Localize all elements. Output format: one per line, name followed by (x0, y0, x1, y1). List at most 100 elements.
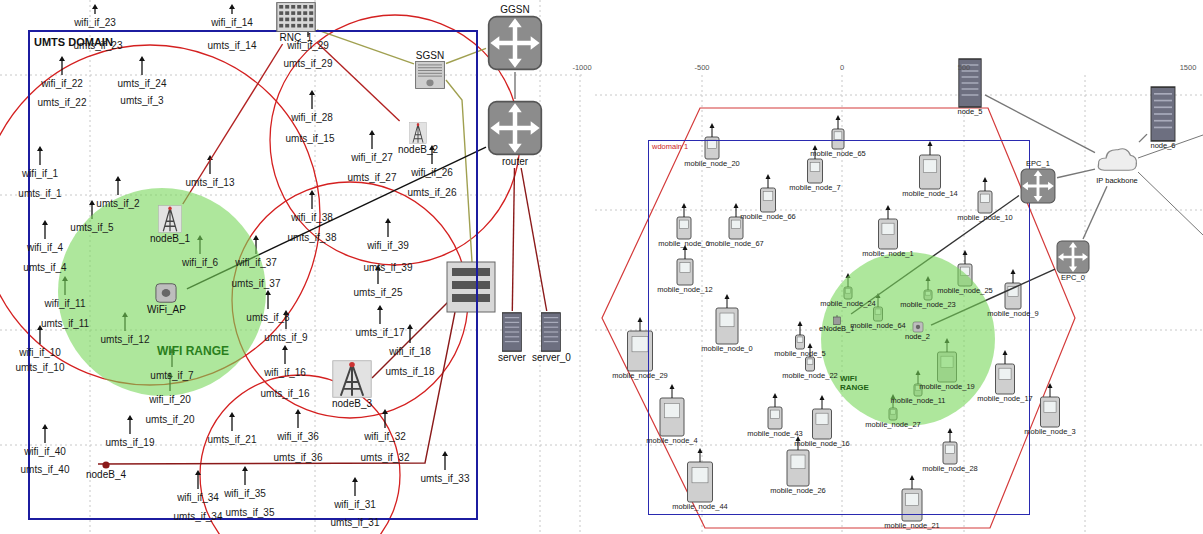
icon-holder (332, 360, 372, 398)
icon-holder (1020, 168, 1056, 204)
network-link (1083, 186, 1107, 239)
mobile-symbol (761, 174, 776, 212)
terminal-label: mobile_node_20 (684, 160, 739, 168)
device-icon (833, 315, 841, 325)
terminal-label: mobile_node_21 (884, 522, 939, 530)
terminal-label: wifi_if_38 (291, 212, 333, 223)
antenna-symbol (407, 324, 413, 343)
device-label: eNodeB_1 (819, 325, 854, 333)
icon-holder (487, 15, 543, 71)
network-device: EPC_0 (1056, 240, 1090, 282)
network-device: IP backbone (1096, 143, 1138, 185)
terminal-label: wifi_if_32 (364, 431, 406, 442)
axis-tick: 500 (958, 64, 971, 72)
terminal-label: umts_if_2 (96, 198, 139, 209)
network-device: eNodeB_1 (819, 315, 854, 333)
terminal-label: umts_if_17 (356, 327, 405, 338)
mobile-symbol (1005, 269, 1021, 309)
terminal-label: umts_if_39 (364, 262, 413, 273)
terminal-label: mobile_node_12 (657, 286, 712, 294)
antenna-symbol (442, 451, 448, 470)
terminal-label: mobile_node_23 (900, 301, 955, 309)
device-label: nodeB_1 (150, 233, 190, 244)
network-device: WiFi_AP (147, 282, 186, 315)
device-icon (1020, 168, 1056, 204)
device-icon (912, 321, 924, 333)
antenna-symbol (92, 4, 98, 14)
terminal-label: wifi_if_27 (351, 152, 393, 163)
icon-holder (276, 2, 316, 32)
terminal-label: umts_if_22 (38, 97, 87, 108)
device-icon (158, 205, 182, 233)
network-device: router (487, 100, 543, 167)
icon-holder (409, 122, 427, 144)
region-label: WIFI RANGE (840, 375, 882, 393)
device-icon (154, 282, 178, 304)
terminal-label: wifi_if_31 (334, 499, 376, 510)
terminal-label: wifi_if_29 (287, 40, 329, 51)
antenna-symbol (115, 176, 121, 195)
terminal-label: umts_if_21 (208, 434, 257, 445)
terminal-label: wifi_if_39 (367, 240, 409, 251)
mobile-symbol (796, 321, 805, 349)
network-device: server (498, 312, 526, 363)
mobile-symbol (813, 395, 832, 439)
icon-holder (1148, 86, 1178, 142)
terminal-label: mobile_node_43 (747, 430, 802, 438)
antenna-symbol (352, 477, 358, 496)
backbone-links (1138, 135, 1203, 235)
terminal-label: wifi_if_35 (224, 488, 266, 499)
terminal-label: mobile_node_44 (672, 503, 727, 511)
device-label: WiFi_AP (147, 304, 186, 315)
network-device: nodeB_3 (332, 360, 372, 409)
network-device: server_0 (532, 312, 571, 363)
mobile-symbol (879, 205, 898, 249)
terminal-label: umts_if_38 (288, 232, 337, 243)
network-link (317, 42, 400, 121)
antenna-symbol (369, 130, 375, 149)
antenna-symbol (309, 90, 315, 109)
icon-holder (102, 461, 110, 469)
icon-holder (912, 321, 924, 333)
mobile-symbol (996, 350, 1015, 394)
device-label: server (498, 352, 526, 363)
mobile-symbol (832, 115, 844, 149)
terminal-label: umts_if_15 (286, 133, 335, 144)
device-label: SGSN (416, 50, 444, 61)
device-icon (487, 100, 543, 156)
terminal-label: mobile_node_28 (922, 465, 977, 473)
terminal-label: mobile_node_6 (658, 240, 709, 248)
network-link (985, 95, 1095, 153)
terminal-label: wifi_if_22 (41, 78, 83, 89)
network-link (183, 44, 283, 204)
device-label: nodeB_2 (398, 144, 438, 155)
device-icon (102, 461, 110, 469)
terminal-label: mobile_node_26 (770, 487, 825, 495)
device-label: EPC_1 (1026, 160, 1050, 168)
mobile-symbol (660, 384, 684, 436)
terminal-label: mobile_node_67 (708, 240, 763, 248)
terminal-label: mobile_node_17 (977, 395, 1032, 403)
terminal-label: wifi_if_34 (177, 492, 219, 503)
terminal-label: umts_if_14 (208, 40, 257, 51)
network-link (446, 48, 486, 63)
antenna-symbol (139, 56, 145, 75)
axis-tick: 1500 (1180, 64, 1197, 72)
network-device: EPC_1 (1020, 160, 1056, 204)
mobile-symbol (978, 177, 992, 213)
icon-holder (487, 100, 543, 156)
device-icon (1096, 143, 1138, 177)
terminal-label: umts_if_19 (106, 437, 155, 448)
terminal-label: umts_if_20 (146, 414, 195, 425)
network-link (1139, 134, 1147, 142)
terminal-label: mobile_node_3 (1024, 428, 1075, 436)
terminal-label: mobile_node_16 (794, 440, 849, 448)
terminal-label: wifi_if_6 (182, 257, 218, 268)
device-icon (332, 360, 372, 398)
terminal-label: umts_if_33 (421, 473, 470, 484)
axis-tick: 0 (840, 64, 844, 72)
terminal-label: umts_if_31 (331, 517, 380, 528)
terminal-label: mobile_node_66 (740, 213, 795, 221)
terminal-label: mobile_node_22 (782, 372, 837, 380)
